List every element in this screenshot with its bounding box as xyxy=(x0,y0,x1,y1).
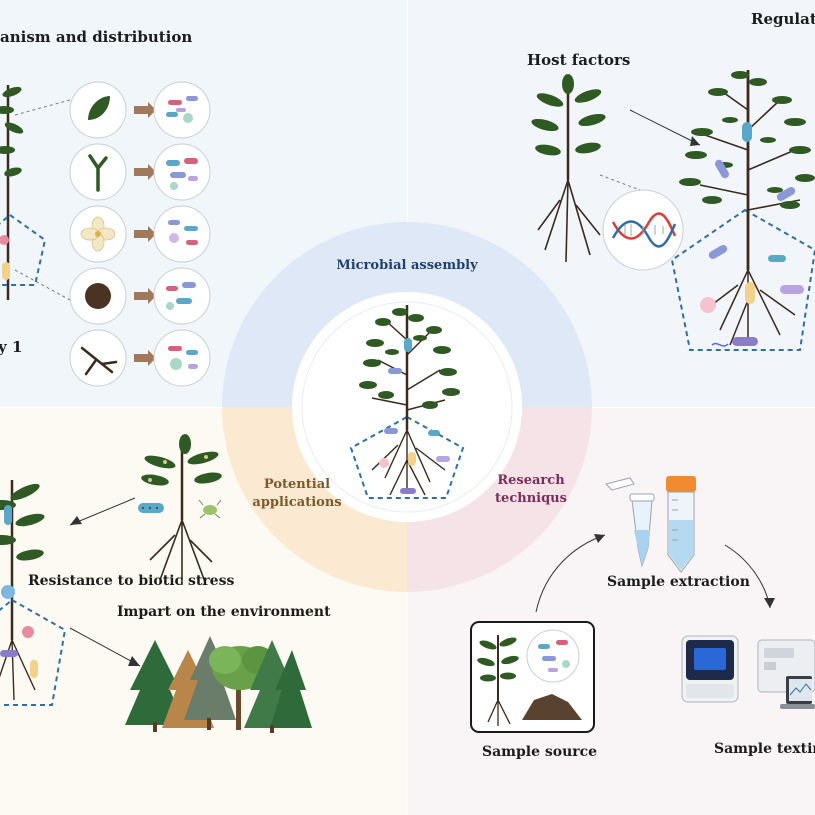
central-plant xyxy=(349,305,465,499)
resistance-label: Resistance to biotic stress xyxy=(28,573,235,589)
environment-label: Impart on the environment xyxy=(117,604,331,620)
tube-icon xyxy=(666,476,696,573)
potential-applications-label: Potential applications xyxy=(252,477,342,510)
regulation-artwork xyxy=(531,70,815,351)
host-factors-label: Host factors xyxy=(527,51,631,69)
laptop-icon xyxy=(757,639,815,709)
distribution-title: anism and distribution xyxy=(0,28,193,46)
forest-icon xyxy=(125,636,312,733)
root-icon xyxy=(69,329,127,387)
sample-extraction-label: Sample extraction xyxy=(607,574,750,590)
sample-testing-label: Sample texting xyxy=(714,741,815,757)
regulation-title: Regulato xyxy=(751,10,815,28)
sample-source-label: Sample source xyxy=(482,744,598,760)
distribution-side-label: y 1 xyxy=(0,338,23,356)
dna-icon xyxy=(602,189,684,271)
soil-icon xyxy=(69,267,127,325)
stem-icon xyxy=(69,143,127,201)
sequencer-icon xyxy=(681,635,739,703)
techniques-artwork xyxy=(470,476,815,733)
leaf-icon xyxy=(69,81,127,139)
distribution-artwork xyxy=(0,81,211,387)
microbial-assembly-label: Microbial assembly xyxy=(336,258,478,273)
flower-icon xyxy=(69,205,127,263)
research-techniques-label: Research techniqus xyxy=(495,473,567,506)
microtube-icon xyxy=(605,477,655,568)
applications-artwork xyxy=(0,434,312,733)
